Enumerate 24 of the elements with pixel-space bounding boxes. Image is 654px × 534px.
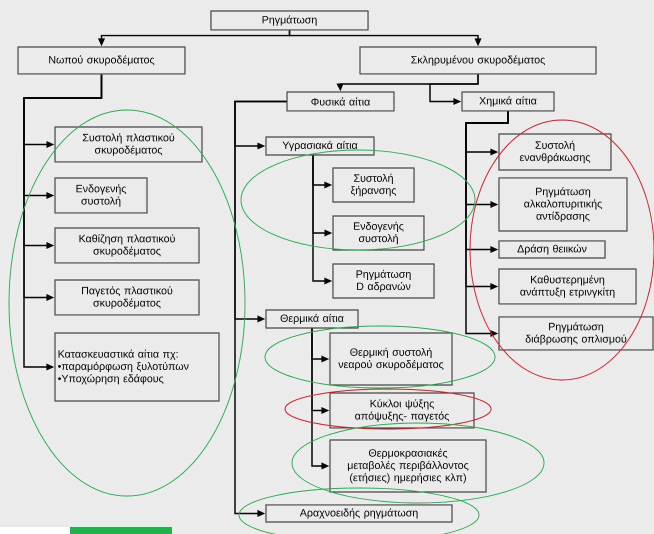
cause-box: Δράση θειικών (498, 240, 606, 259)
cause-box: Χημικά αίτια (461, 91, 555, 112)
cause-box: Θερμικά αίτια (265, 309, 359, 329)
cause-box: Ενδογενής συστολή (54, 177, 148, 214)
cause-box: Φυσικά αίτια (286, 91, 395, 112)
cause-box: Ρηγμάτωση διάβρωσης οπλισμού (498, 316, 654, 351)
cause-box: Ρηγμάτωση D αδρανών (332, 263, 435, 299)
cause-box: Θερμική συστολή νεαρού σκυροδέματος (329, 332, 453, 386)
cause-box: Ρηγμάτωση αλκαλοπυριτικής αντίδρασης (498, 177, 628, 232)
cause-box: Κατασκευαστικά αίτια πχ: •παραμόρφωση ξυλοτύπων •Υποχώρηση εδάφους (54, 332, 220, 402)
cause-box: Νωπού σκυροδέματος (17, 46, 186, 75)
cause-box: Καθυστερημένη ανάπτυξη ετρινγκίτη (498, 268, 637, 305)
cause-box: Ενδογενής συστολή (332, 215, 425, 251)
cause-box: Ρηγμάτωση (210, 10, 369, 31)
cause-box: Συστολή ξήρανσης (332, 167, 415, 203)
cause-box: Παγετός πλαστικού σκυροδέματος (54, 279, 200, 316)
cause-box: Σκληρυμένου σκυροδέματος (359, 46, 597, 75)
cause-box: Συστολή πλαστικού σκυροδέματος (54, 126, 203, 163)
cause-box: Αραχνοειδής ρηγμάτωση (265, 504, 453, 523)
cause-box: Υγρασιακά αίτια (265, 136, 375, 156)
cause-box: Θερμοκρασιακές μεταβολές περιβάλλοντος (ετήσιες) ημερήσιες κλπ) (329, 439, 487, 493)
cause-box: Συστολή ενανθράκωσης (498, 133, 612, 171)
cause-box: Κύκλοι ψύξης απόψυξης- παγετός (329, 392, 475, 429)
cause-box: Καθίζηση πλαστικού σκυροδέματος (54, 227, 200, 264)
